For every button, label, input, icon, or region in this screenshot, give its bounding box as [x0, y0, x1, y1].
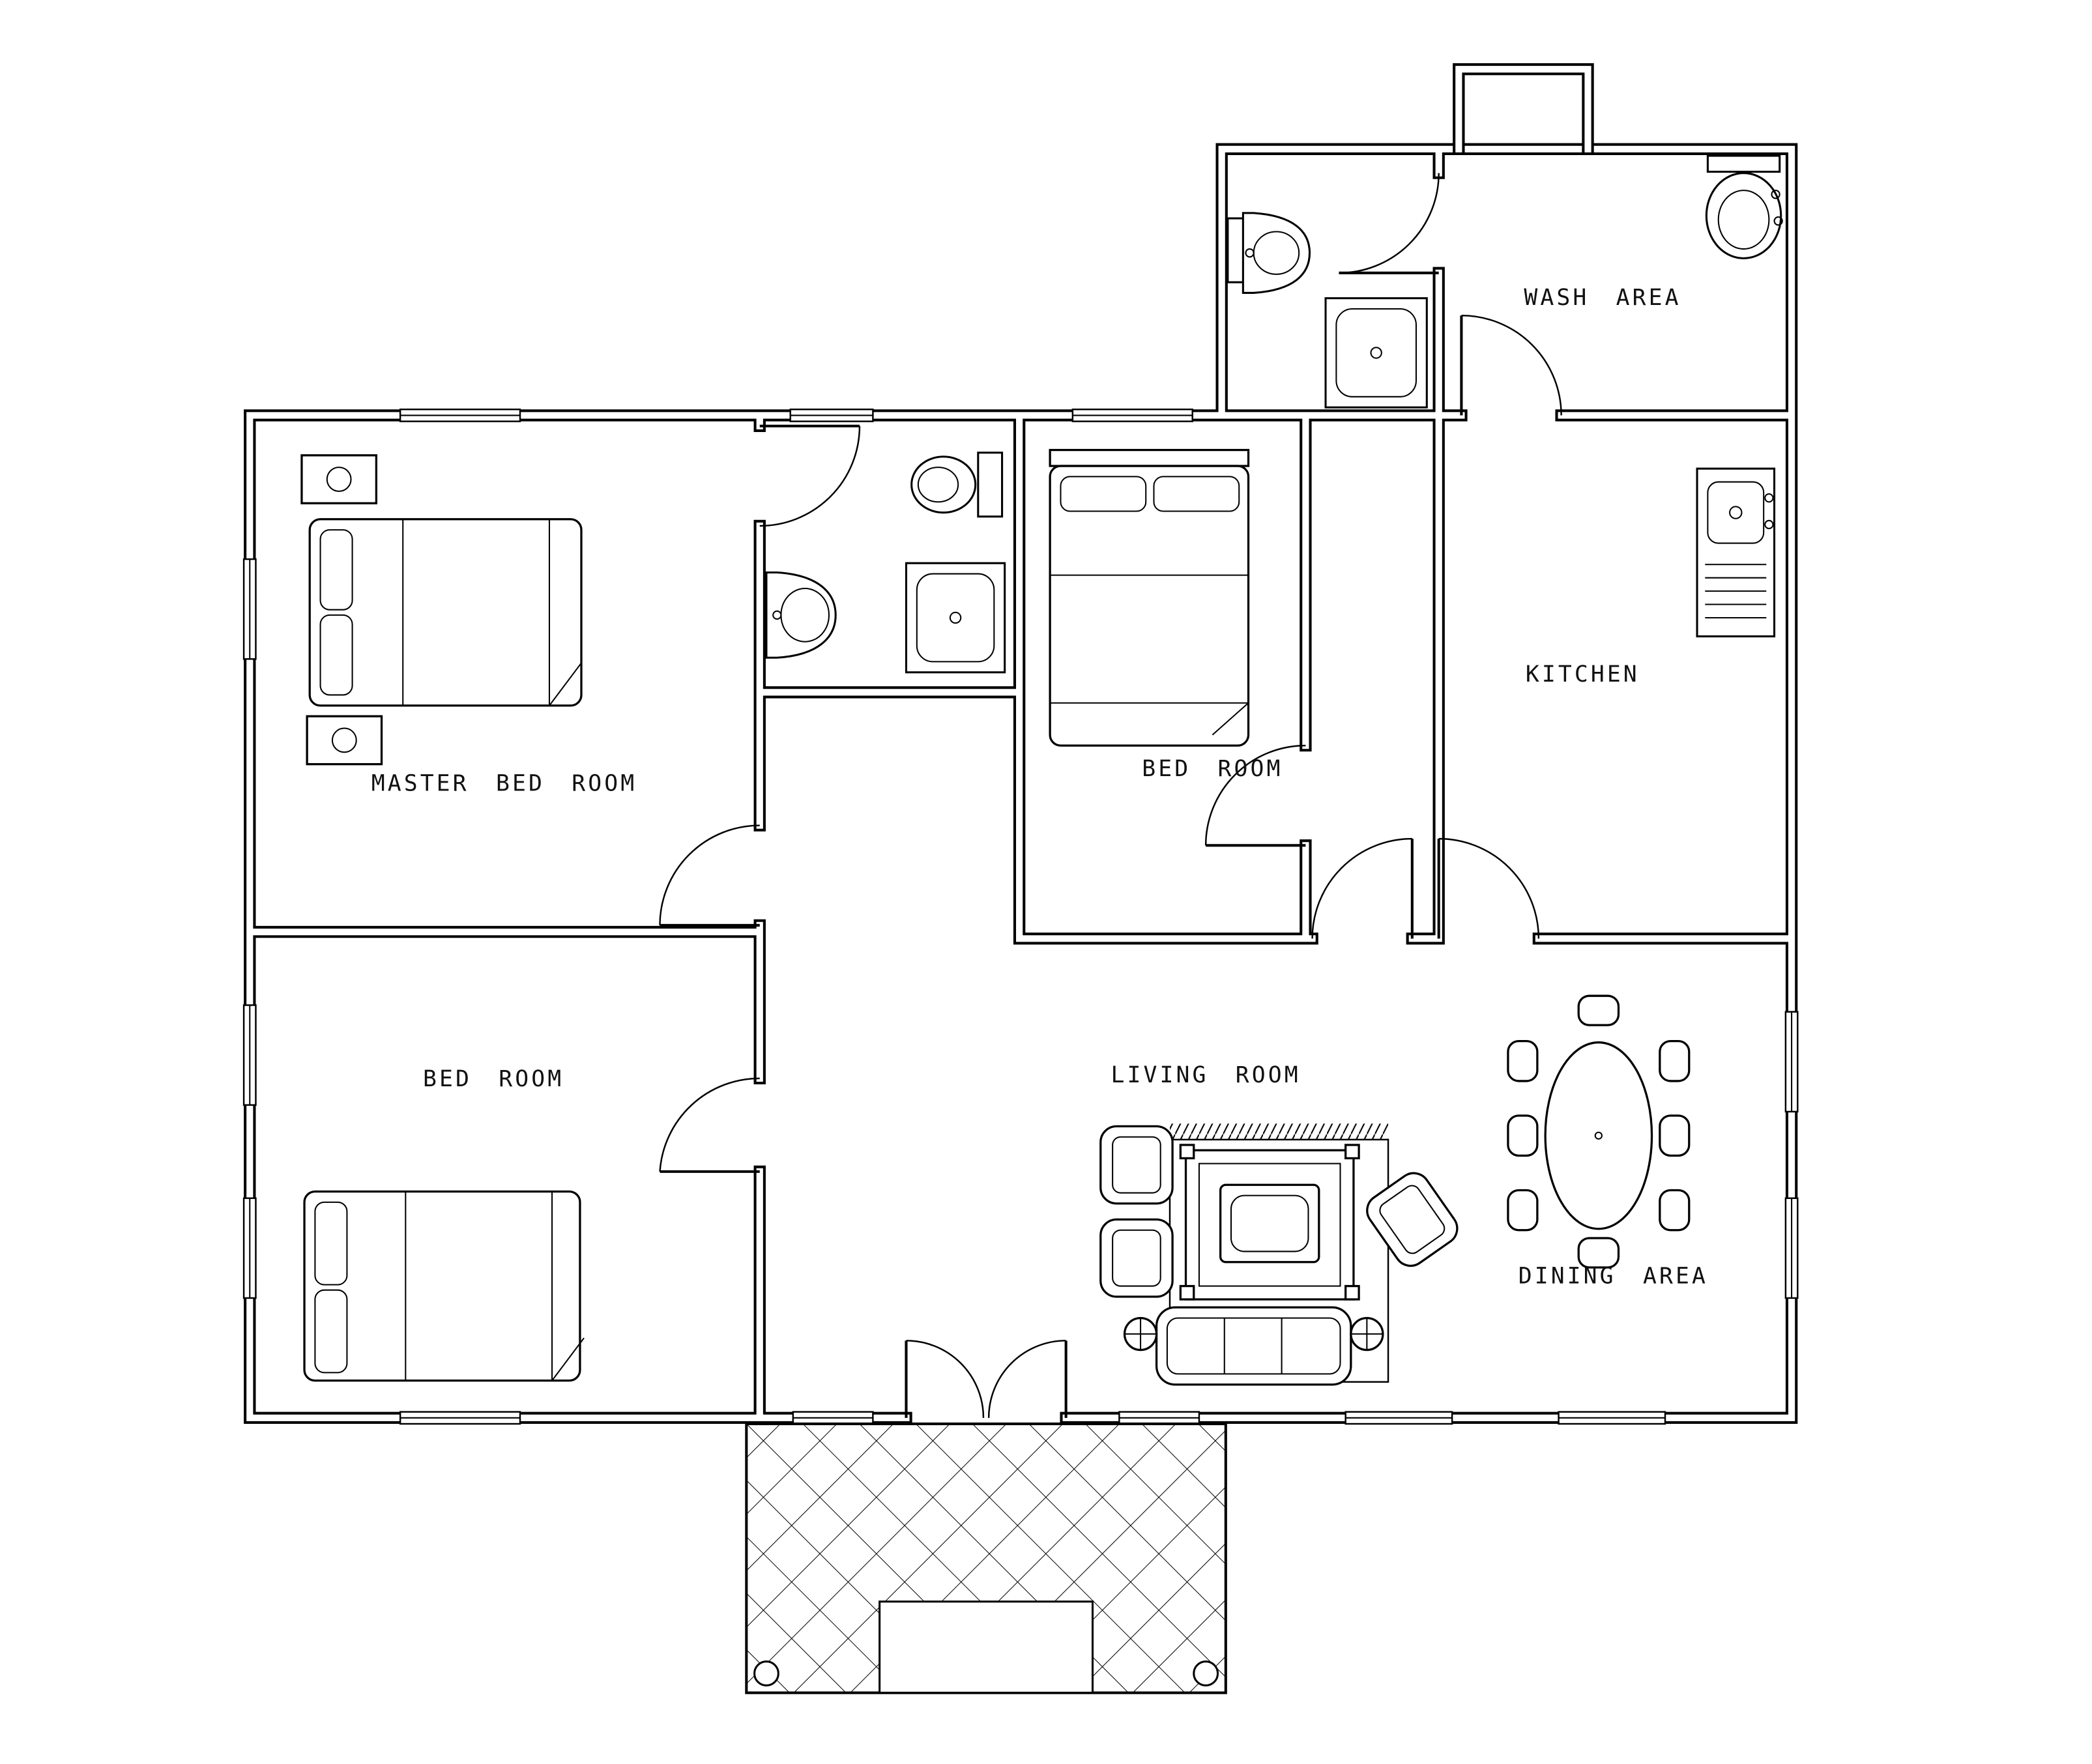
- room-label-bed-room-bottom: BED ROOM: [423, 1066, 564, 1092]
- armchair-2: [1099, 1218, 1174, 1298]
- nightstand-bottom: [306, 715, 383, 766]
- dining-chair: [1507, 1189, 1539, 1232]
- bed-bottom: [303, 1190, 585, 1382]
- pillow: [1060, 476, 1147, 512]
- chimney: [1453, 63, 1594, 156]
- washbasin-annex-bath: [1227, 212, 1311, 294]
- tv-screen: [1230, 1194, 1309, 1252]
- bed-top: [1049, 448, 1250, 747]
- dining-chair: [1507, 1114, 1539, 1157]
- bathroom-door: [759, 424, 861, 527]
- pillow: [319, 529, 353, 611]
- room-label-bed-room-top: BED ROOM: [1142, 756, 1283, 782]
- entrance-double-door: [905, 1340, 1068, 1418]
- room-label-master-bed-room: MASTER BED ROOM: [371, 771, 637, 797]
- rug-fringe: [1170, 1123, 1389, 1140]
- toilet: [910, 452, 1004, 518]
- pillow: [314, 1289, 348, 1374]
- nightstand-top: [300, 454, 377, 504]
- side-table-right: [1350, 1316, 1384, 1352]
- doors: [659, 173, 1562, 1418]
- sofa-set: [1099, 1123, 1459, 1386]
- accent-chair: [1366, 1172, 1459, 1267]
- wash-area-door: [1460, 314, 1562, 416]
- room-labels: MASTER BED ROOM BED ROOM KITCHEN WASH AR…: [371, 285, 1708, 1290]
- tv: [1219, 1183, 1320, 1264]
- dining-set: [1507, 994, 1691, 1269]
- pillow: [314, 1201, 348, 1286]
- walls: [244, 143, 1798, 1424]
- dining-chair: [1507, 1040, 1539, 1082]
- bedroom-bottom-door: [659, 1077, 760, 1173]
- windows: [242, 409, 1799, 1425]
- master-bedroom-door: [659, 824, 760, 927]
- pillow: [1153, 476, 1240, 512]
- dining-chair: [1577, 1237, 1620, 1269]
- dining-chair: [1659, 1040, 1691, 1082]
- porch: [745, 1422, 1227, 1694]
- dining-chair: [1577, 994, 1620, 1026]
- dining-chair: [1659, 1189, 1691, 1232]
- room-label-living-room: LIVING ROOM: [1111, 1062, 1301, 1088]
- master-bed: [308, 518, 583, 707]
- dining-chair: [1659, 1114, 1691, 1157]
- headboard: [1049, 448, 1250, 467]
- porch-column-right: [1193, 1660, 1219, 1686]
- long-sofa: [1155, 1306, 1352, 1386]
- side-table-left: [1123, 1316, 1158, 1352]
- annex-bath-door: [1339, 173, 1440, 274]
- armchair-1: [1099, 1125, 1174, 1205]
- dining-table: [1544, 1041, 1653, 1230]
- kitchen-sink: [1696, 467, 1776, 638]
- room-label-dining-area: DINING AREA: [1518, 1263, 1708, 1289]
- door-mat: [879, 1600, 1094, 1694]
- shower-main-bath: [905, 562, 1006, 674]
- room-label-wash-area: WASH AREA: [1524, 285, 1681, 311]
- shower-annex-bath: [1324, 297, 1428, 409]
- corridor-door: [1311, 837, 1414, 939]
- pillow: [319, 614, 353, 696]
- room-label-kitchen: KITCHEN: [1526, 661, 1640, 687]
- tv-table: [1179, 1144, 1360, 1301]
- washbasin-main-bath: [765, 571, 837, 659]
- porch-column-left: [753, 1660, 779, 1686]
- bedroom-top-door: [1204, 744, 1306, 847]
- kitchen-door: [1437, 837, 1540, 939]
- washbasin-wash-area: [1705, 154, 1783, 259]
